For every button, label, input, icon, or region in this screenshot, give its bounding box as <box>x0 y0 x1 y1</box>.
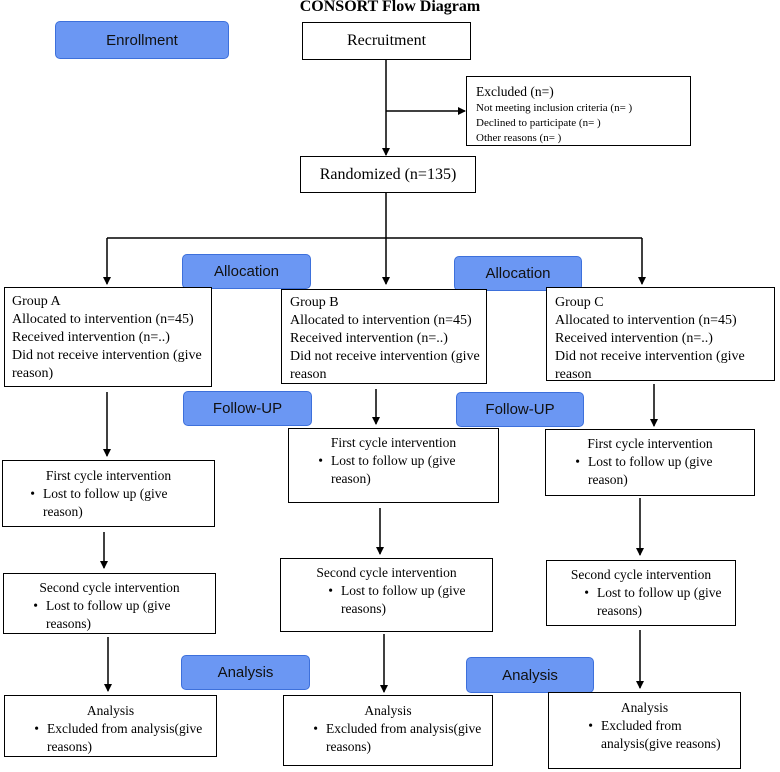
analysis-item: • Excluded from analysis(give reasons) <box>549 717 732 753</box>
excluded-item: Declined to participate (n= ) <box>476 117 601 129</box>
group-received: Received intervention (n=..) <box>12 330 170 345</box>
phase-allocation-left: Allocation <box>182 254 311 289</box>
group-b-second-cycle-box: Second cycle intervention • Lost to foll… <box>280 558 493 632</box>
group-allocated: Allocated to intervention (n=45) <box>290 313 472 328</box>
bullet-icon: • <box>33 598 38 613</box>
phase-follow-up-left: Follow-UP <box>183 391 312 426</box>
group-not-received: Did not receive intervention (give reaso… <box>12 348 202 381</box>
group-allocated: Allocated to intervention (n=45) <box>12 312 194 327</box>
second-cycle-heading: Second cycle intervention <box>316 565 457 580</box>
group-a-box: Group A Allocated to intervention (n=45)… <box>4 287 212 387</box>
excluded-item: Not meeting inclusion criteria (n= ) <box>476 102 633 114</box>
group-c-box: Group C Allocated to intervention (n=45)… <box>546 287 775 382</box>
first-cycle-item: • Lost to follow up (give reason) <box>3 485 206 521</box>
first-cycle-heading: First cycle intervention <box>587 436 713 451</box>
second-cycle-item: • Lost to follow up (give reasons) <box>547 584 727 620</box>
bullet-icon: • <box>318 453 323 468</box>
excluded-heading: Excluded (n=) <box>476 84 554 99</box>
bullet-icon: • <box>30 486 35 501</box>
group-a-second-cycle-box: Second cycle intervention • Lost to foll… <box>3 573 216 634</box>
group-received: Received intervention (n=..) <box>290 331 448 346</box>
group-allocated: Allocated to intervention (n=45) <box>555 313 737 328</box>
group-b-analysis-box: Analysis • Excluded from analysis(give r… <box>283 695 493 766</box>
bullet-icon: • <box>584 585 589 600</box>
first-cycle-heading: First cycle intervention <box>330 435 457 450</box>
excluded-box: Excluded (n=) Not meeting inclusion crit… <box>466 76 691 146</box>
phase-follow-up-right: Follow-UP <box>456 392 584 427</box>
group-c-analysis-box: Analysis • Excluded from analysis(give r… <box>548 692 741 769</box>
group-name: Group C <box>555 295 604 310</box>
excluded-item: Other reasons (n= ) <box>476 132 562 144</box>
group-received: Received intervention (n=..) <box>555 331 713 346</box>
second-cycle-item: • Lost to follow up (give reasons) <box>281 582 484 618</box>
analysis-heading: Analysis <box>620 700 669 715</box>
group-b-first-cycle-box: First cycle intervention • Lost to follo… <box>288 428 499 503</box>
analysis-item: • Excluded from analysis(give reasons) <box>5 720 208 756</box>
first-cycle-item: • Lost to follow up (give reason) <box>546 453 746 489</box>
group-name: Group A <box>12 294 61 309</box>
group-a-analysis-box: Analysis • Excluded from analysis(give r… <box>4 695 217 757</box>
first-cycle-item: • Lost to follow up (give reason) <box>289 452 490 488</box>
second-cycle-heading: Second cycle intervention <box>570 567 712 582</box>
phase-analysis-left: Analysis <box>181 655 310 690</box>
phase-enrollment: Enrollment <box>55 21 229 59</box>
group-a-first-cycle-box: First cycle intervention • Lost to follo… <box>2 460 215 527</box>
analysis-item: • Excluded from analysis(give reasons) <box>284 720 484 756</box>
diagram-title: CONSORT Flow Diagram <box>299 0 481 15</box>
bullet-icon: • <box>575 454 580 469</box>
group-not-received: Did not receive intervention (give reaso… <box>555 349 745 382</box>
second-cycle-heading: Second cycle intervention <box>39 580 180 595</box>
analysis-heading: Analysis <box>86 703 135 718</box>
group-c-second-cycle-box: Second cycle intervention • Lost to foll… <box>546 560 736 626</box>
analysis-heading: Analysis <box>364 703 412 718</box>
bullet-icon: • <box>34 721 39 736</box>
group-b-box: Group B Allocated to intervention (n=45)… <box>281 289 487 384</box>
second-cycle-item: • Lost to follow up (give reasons) <box>4 597 207 633</box>
phase-analysis-right: Analysis <box>466 657 594 693</box>
group-not-received: Did not receive intervention (give reaso… <box>290 349 480 382</box>
group-name: Group B <box>290 295 339 310</box>
bullet-icon: • <box>588 718 593 733</box>
bullet-icon: • <box>313 721 318 736</box>
first-cycle-heading: First cycle intervention <box>45 468 172 483</box>
bullet-icon: • <box>328 583 333 598</box>
randomized-box: Randomized (n=135) <box>300 156 476 193</box>
group-c-first-cycle-box: First cycle intervention • Lost to follo… <box>545 429 755 496</box>
recruitment-box: Recruitment <box>302 22 471 60</box>
phase-allocation-right: Allocation <box>454 256 582 291</box>
